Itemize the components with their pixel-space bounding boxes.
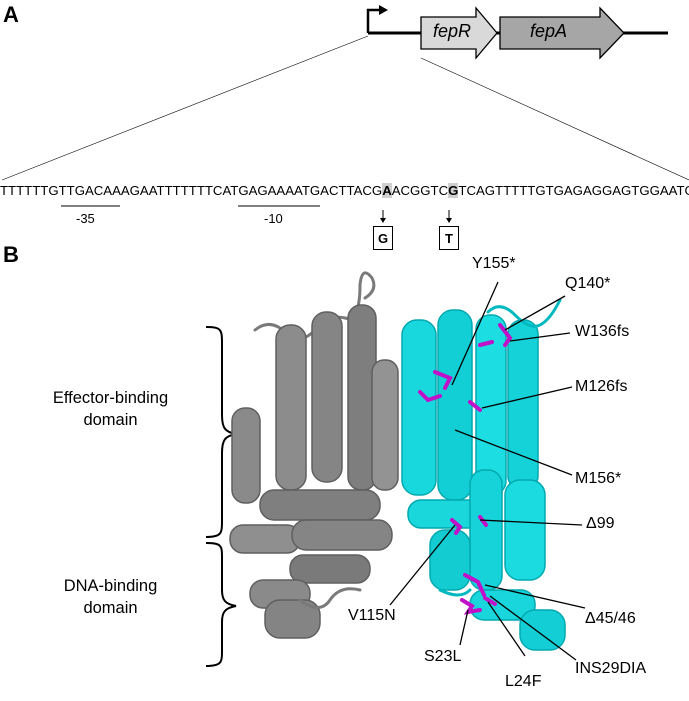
- gene-map: [1, 5, 689, 223]
- dna-domain-line1: DNA-binding: [63, 577, 158, 595]
- dna-domain-brace: [205, 542, 237, 667]
- label-s23l: S23L: [424, 648, 462, 665]
- minus35-label: -35: [76, 211, 95, 226]
- label-v115n: V115N: [348, 607, 396, 624]
- tss-arrowhead-icon: [379, 5, 388, 15]
- sequence-segment-2: ACGGTC: [391, 183, 449, 198]
- mutation-arrowhead-1: [380, 218, 386, 223]
- label-l24f: L24F: [505, 673, 542, 690]
- sequence-segment-3: TCAGTTTTTGTGAGAGGAGTGGAATG: [458, 183, 689, 198]
- label-d4546: Δ45/46: [585, 610, 636, 627]
- mutation-arrowhead-2: [446, 218, 452, 223]
- fepR-gene-arrow: [420, 6, 498, 60]
- zoom-line-left: [1, 35, 369, 181]
- label-y155: Y155*: [472, 255, 516, 272]
- label-m126: M126fs: [575, 378, 628, 395]
- fepA-gene-arrow: [499, 6, 625, 60]
- promoter-sequence: TTTTTTGTTGACAAAGAATTTTTTTCATGAGAAAATGACT…: [0, 183, 689, 198]
- dna-domain-line2: domain: [83, 599, 138, 617]
- effector-domain-line2: domain: [83, 411, 138, 429]
- chain-b-cyan: [401, 298, 566, 651]
- fepA-label: fepA: [530, 21, 568, 41]
- effector-domain-label: Effector-binding domain: [28, 387, 193, 431]
- panel-a-letter: A: [3, 2, 19, 27]
- chain-a-grey: [229, 271, 399, 639]
- mutation-box-t: T: [439, 226, 459, 250]
- sequence-segment-1: TTTTTTGTTGACAAAGAATTTTTTTCATGAGAAAATGACT…: [0, 183, 383, 198]
- mutation-box-g: G: [373, 226, 393, 250]
- label-d99: Δ99: [586, 515, 615, 532]
- label-q140: Q140*: [565, 275, 611, 292]
- sequence-mutation-site-2: G: [448, 183, 459, 198]
- panel-b-letter: B: [3, 242, 19, 267]
- sequence-mutation-site-1: A: [382, 183, 392, 198]
- label-ins29dia: INS29DIA: [575, 660, 647, 677]
- fepR-label: fepR: [433, 21, 472, 41]
- minus10-label: -10: [264, 211, 283, 226]
- mutation-residues: [418, 323, 513, 615]
- label-w136: W136fs: [575, 323, 630, 340]
- dna-domain-label: DNA-binding domain: [28, 575, 193, 619]
- label-m156: M156*: [575, 470, 622, 487]
- mutation-leader-lines: [389, 281, 586, 661]
- effector-domain-line1: Effector-binding: [52, 389, 169, 407]
- tss-arrow-icon: [366, 8, 382, 33]
- zoom-line-right: [420, 57, 689, 181]
